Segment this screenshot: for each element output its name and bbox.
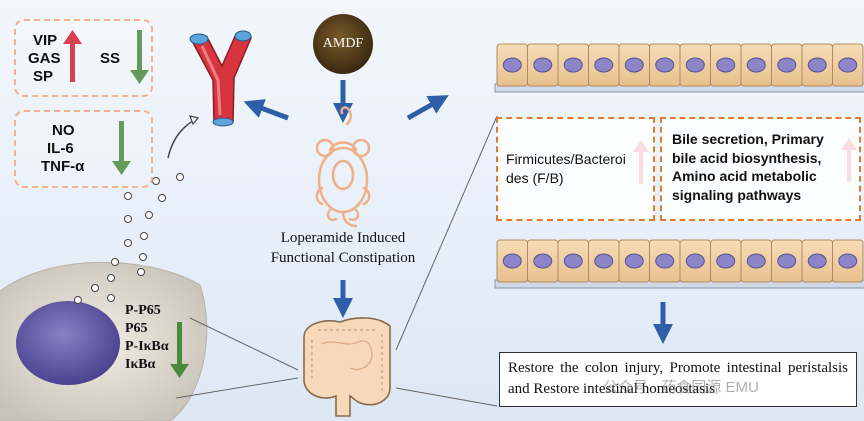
outcome-text: Restore the colon injury, Promote intest… — [508, 360, 848, 397]
zoom-line — [395, 387, 498, 407]
cell-nucleus-small — [563, 253, 583, 269]
cell-nucleus-small — [563, 57, 583, 73]
model-label-line1: Loperamide Induced — [280, 230, 406, 246]
cell-nucleus-small — [624, 57, 644, 73]
amdf-icon — [313, 14, 373, 74]
cell-nucleus-small — [777, 57, 797, 73]
pathway-label-ikba: IκBα — [125, 357, 156, 372]
pathway-label-pp65: P-P65 — [125, 303, 161, 318]
hormone-label-vip: VIP — [33, 32, 58, 49]
cell-nucleus-small — [716, 57, 736, 73]
zoom-line — [395, 115, 498, 351]
cell-nucleus-small — [685, 57, 705, 73]
hormone-label-ss: SS — [100, 50, 121, 67]
bile-pathway-label: Bile secretion, Primary bile acid biosyn… — [672, 131, 824, 203]
blood-vessel-icon — [189, 30, 253, 127]
microbiota-box — [496, 117, 655, 221]
cell-nucleus-small — [746, 57, 766, 73]
hormone-label-sp: SP — [33, 68, 54, 85]
drug-label: AMDF — [322, 36, 364, 51]
hormone-label-gas: GAS — [28, 50, 61, 67]
pathway-label-p65: P65 — [125, 321, 148, 336]
pathway-label-pikba: P-IκBα — [125, 339, 169, 354]
cell-nucleus-small — [838, 57, 858, 73]
down-arrow-icon — [130, 30, 149, 84]
cell-nucleus-small — [777, 253, 797, 269]
down-arrow-icon — [112, 121, 131, 175]
outcome-box: Restore the colon injury, Promote intest… — [499, 352, 857, 407]
watermark: 公众号 · 药食同源 EMU — [603, 379, 759, 396]
cell-nucleus-small — [502, 57, 522, 73]
cell-nucleus-small — [655, 253, 675, 269]
cell-nucleus-small — [746, 253, 766, 269]
inflammation-label-no: NO — [52, 122, 75, 139]
released-particles — [74, 173, 184, 304]
cell-nucleus-small — [685, 253, 705, 269]
inflammation-label-il6: IL-6 — [47, 140, 74, 157]
bile-pathway-box — [660, 117, 861, 221]
arrow-to-vessel — [243, 99, 289, 121]
cell-nucleus-small — [838, 253, 858, 269]
down-arrow-icon — [170, 322, 189, 378]
zoom-line — [189, 317, 299, 371]
cell-nucleus-small — [655, 57, 675, 73]
epithelium-bottom — [494, 239, 864, 289]
inflammation-label-tnf: TNF-α — [41, 158, 85, 175]
colon-icon — [303, 317, 391, 417]
mouse-icon — [315, 106, 371, 228]
up-arrow-icon — [63, 30, 82, 82]
cell-nucleus-small — [533, 57, 553, 73]
cell-nucleus — [16, 301, 120, 385]
cell-nucleus-small — [807, 57, 827, 73]
cell-nucleus-small — [533, 253, 553, 269]
zoom-line — [175, 377, 299, 399]
inflammation-box — [14, 110, 153, 188]
microbiota-label: Firmicutes/Bacteroides (F/B) — [506, 151, 626, 186]
hormone-box — [14, 19, 153, 97]
arrow-to-epithelium — [406, 95, 449, 121]
cell-nucleus-small — [716, 253, 736, 269]
cell-nucleus-small — [624, 253, 644, 269]
cell-nucleus-small — [807, 253, 827, 269]
cell-nucleus-small — [594, 57, 614, 73]
model-label-line2: Functional Constipation — [270, 250, 416, 266]
cell-nucleus-small — [502, 253, 522, 269]
cell-nucleus-small — [594, 253, 614, 269]
epithelium-top — [494, 43, 864, 93]
